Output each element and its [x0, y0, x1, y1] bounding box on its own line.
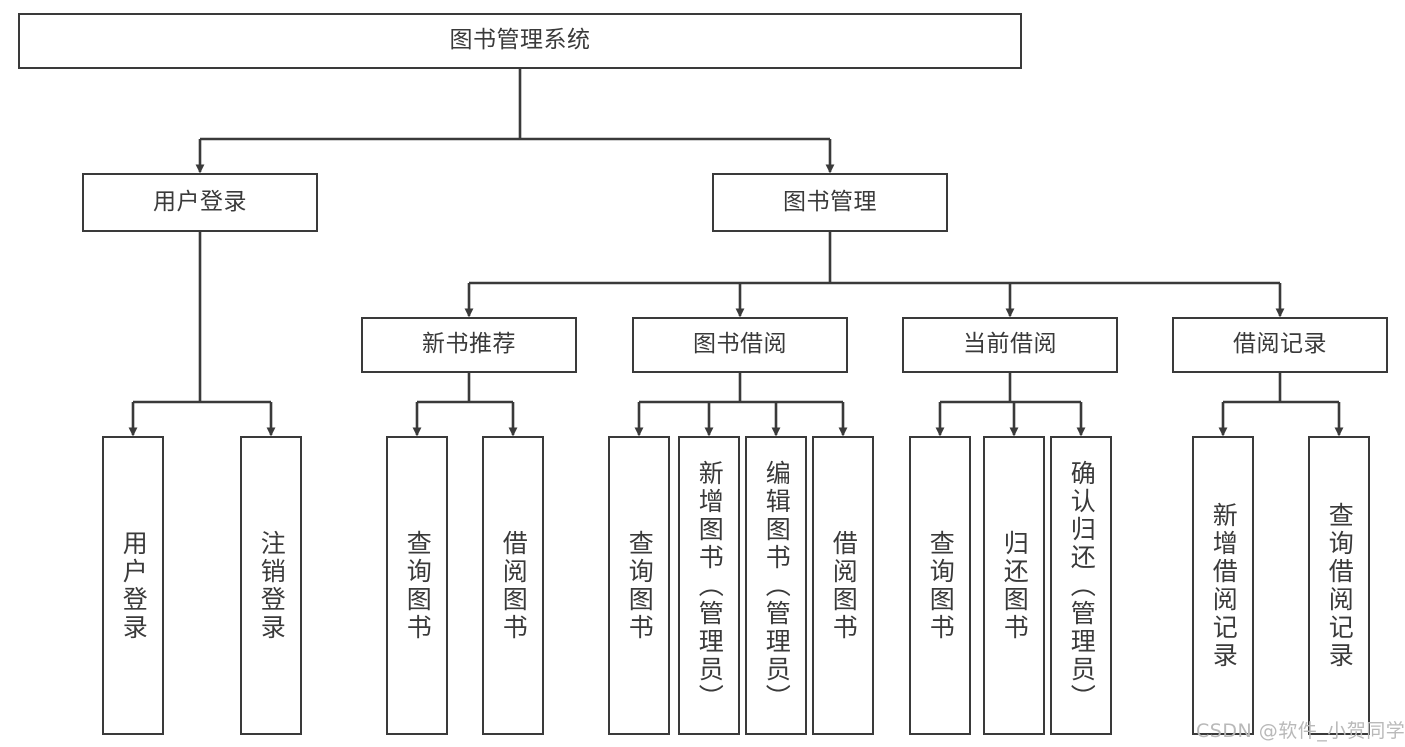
node-leaf-borrow-book-1[interactable]: 借阅图书: [482, 436, 544, 735]
node-leaf-add-book-label: 新增图书（管理员）: [695, 459, 725, 712]
node-leaf-query-record[interactable]: 查询借阅记录: [1308, 436, 1370, 735]
node-new-book-recommend-label: 新书推荐: [422, 331, 516, 358]
node-leaf-edit-book-label: 编辑图书（管理员）: [762, 459, 792, 712]
node-leaf-borrow-book-1-label: 借阅图书: [499, 529, 529, 642]
node-book-management-label: 图书管理: [783, 188, 877, 215]
node-book-management[interactable]: 图书管理: [712, 173, 948, 232]
csdn-watermark: CSDN @软件_小贺同学: [1196, 720, 1405, 742]
node-root-label: 图书管理系统: [449, 27, 591, 54]
node-leaf-add-record-label: 新增借阅记录: [1209, 501, 1239, 670]
node-leaf-user-login[interactable]: 用户登录: [102, 436, 164, 735]
node-leaf-add-record[interactable]: 新增借阅记录: [1192, 436, 1254, 735]
node-user-login[interactable]: 用户登录: [82, 173, 318, 232]
node-leaf-return-book[interactable]: 归还图书: [983, 436, 1045, 735]
node-leaf-query-book-1[interactable]: 查询图书: [386, 436, 448, 735]
node-user-login-label: 用户登录: [153, 188, 247, 215]
node-leaf-return-book-label: 归还图书: [1000, 529, 1030, 642]
node-borrow-record-label: 借阅记录: [1233, 331, 1327, 358]
node-leaf-add-book[interactable]: 新增图书（管理员）: [678, 436, 740, 735]
node-leaf-query-book-2[interactable]: 查询图书: [608, 436, 670, 735]
node-leaf-borrow-book-2[interactable]: 借阅图书: [812, 436, 874, 735]
node-current-borrow[interactable]: 当前借阅: [902, 317, 1118, 373]
node-leaf-logout-label: 注销登录: [257, 529, 287, 642]
node-leaf-query-book-1-label: 查询图书: [403, 529, 433, 642]
node-leaf-logout[interactable]: 注销登录: [240, 436, 302, 735]
node-new-book-recommend[interactable]: 新书推荐: [361, 317, 577, 373]
node-current-borrow-label: 当前借阅: [963, 331, 1057, 358]
node-leaf-query-book-3[interactable]: 查询图书: [909, 436, 971, 735]
node-leaf-borrow-book-2-label: 借阅图书: [829, 529, 859, 642]
node-leaf-confirm-return-label: 确认归还（管理员）: [1067, 459, 1097, 712]
node-leaf-query-book-2-label: 查询图书: [625, 529, 655, 642]
node-leaf-confirm-return[interactable]: 确认归还（管理员）: [1050, 436, 1112, 735]
node-leaf-user-login-label: 用户登录: [119, 529, 149, 642]
node-leaf-edit-book[interactable]: 编辑图书（管理员）: [745, 436, 807, 735]
node-leaf-query-book-3-label: 查询图书: [926, 529, 956, 642]
node-book-borrow-label: 图书借阅: [693, 331, 787, 358]
node-borrow-record[interactable]: 借阅记录: [1172, 317, 1388, 373]
node-leaf-query-record-label: 查询借阅记录: [1325, 501, 1355, 670]
node-book-borrow[interactable]: 图书借阅: [632, 317, 848, 373]
node-root[interactable]: 图书管理系统: [18, 13, 1022, 69]
